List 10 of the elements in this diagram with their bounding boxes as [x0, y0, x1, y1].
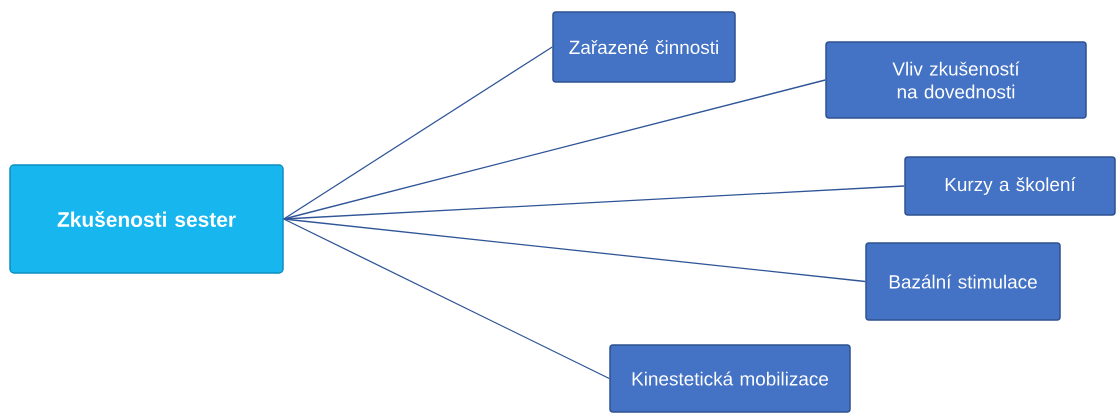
subtopic-box: Zařazené činnosti	[552, 11, 736, 83]
subtopic-box: Vliv zkušeností na dovednosti	[825, 41, 1087, 119]
subtopic-box: Kurzy a školení	[904, 156, 1116, 216]
subtopic-box: Kinestetická mobilizace	[609, 344, 851, 413]
connector-line	[283, 185, 905, 220]
connector-line	[283, 46, 553, 220]
connector-line	[283, 218, 610, 380]
connector-line	[283, 218, 866, 283]
subtopic-box: Bazální stimulace	[865, 242, 1061, 321]
topic-box: Zkušenosti sester	[9, 164, 284, 274]
